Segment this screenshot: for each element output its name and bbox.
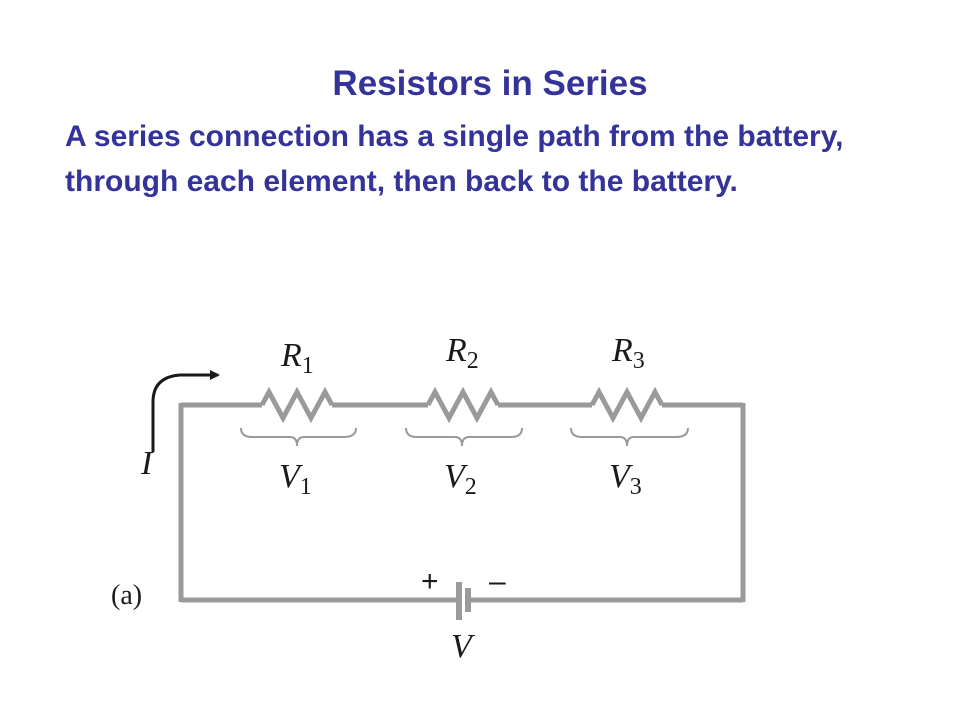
label-v1: V1 xyxy=(279,458,312,500)
resistor-r2 xyxy=(425,386,501,424)
battery-minus-sign: – xyxy=(489,565,506,598)
brace-v3 xyxy=(570,427,689,447)
label-v2: V2 xyxy=(444,458,477,500)
brace-v2 xyxy=(405,427,523,447)
label-battery-voltage: V xyxy=(451,628,476,665)
resistor-r1 xyxy=(259,386,335,424)
slide-body-text: A series connection has a single path fr… xyxy=(65,120,844,198)
label-r1: R1 xyxy=(280,337,314,379)
resistor-r3 xyxy=(589,386,665,424)
brace-v1 xyxy=(240,427,357,447)
panel-label: (a) xyxy=(111,580,142,611)
label-current: I xyxy=(140,445,154,482)
current-arrow xyxy=(151,370,220,452)
label-r3: R3 xyxy=(611,332,645,374)
label-r2: R2 xyxy=(445,332,479,374)
label-v3: V3 xyxy=(609,458,642,500)
slide-title: Resistors in Series xyxy=(332,64,648,103)
battery-plus-sign: + xyxy=(421,565,439,598)
